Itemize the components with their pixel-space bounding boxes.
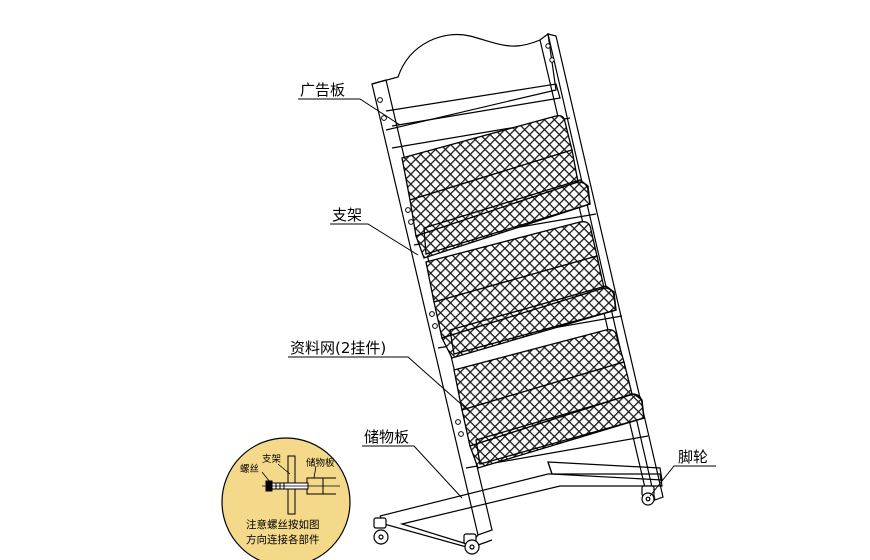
detail-label-storage-board: 储物板: [306, 457, 335, 469]
label-mesh: 资料网(2挂件): [290, 339, 386, 357]
callouts: [288, 98, 716, 499]
left-upright: [371, 79, 493, 536]
label-storage-board: 储物板: [364, 428, 409, 446]
caster-rear: [641, 485, 655, 506]
leader-mesh: [288, 356, 471, 413]
mesh-pocket-2: [425, 221, 617, 359]
caster-front-right: [463, 533, 480, 555]
caster-front-left: [373, 517, 389, 545]
ad-board-panel: [385, 83, 561, 127]
detail-label-screw: 螺丝: [240, 463, 259, 475]
mesh-pocket-1: [401, 114, 591, 259]
label-ad-board: 广告板: [300, 81, 345, 99]
label-bracket: 支架: [332, 206, 362, 224]
storage-board-base: [379, 473, 663, 546]
detail-screw: [262, 480, 340, 492]
screw-detail-inset: 支架 螺丝 储物板 注意螺丝按如图 方向连接各部件: [221, 437, 351, 560]
mesh-pocket-3: [453, 329, 645, 469]
detail-note-line1: 注意螺丝按如图: [246, 518, 320, 531]
ad-board-arch: [371, 32, 557, 131]
label-caster: 脚轮: [678, 448, 708, 466]
caster-wheels: [373, 485, 655, 555]
leader-caster: [649, 465, 716, 497]
detail-label-bracket: 支架: [262, 453, 282, 465]
leader-storage-board: [362, 445, 463, 499]
leader-ad-board: [298, 98, 401, 126]
mounting-holes: [377, 43, 555, 437]
leader-bracket: [330, 223, 419, 256]
detail-note-line2: 方向连接各部件: [246, 533, 320, 546]
